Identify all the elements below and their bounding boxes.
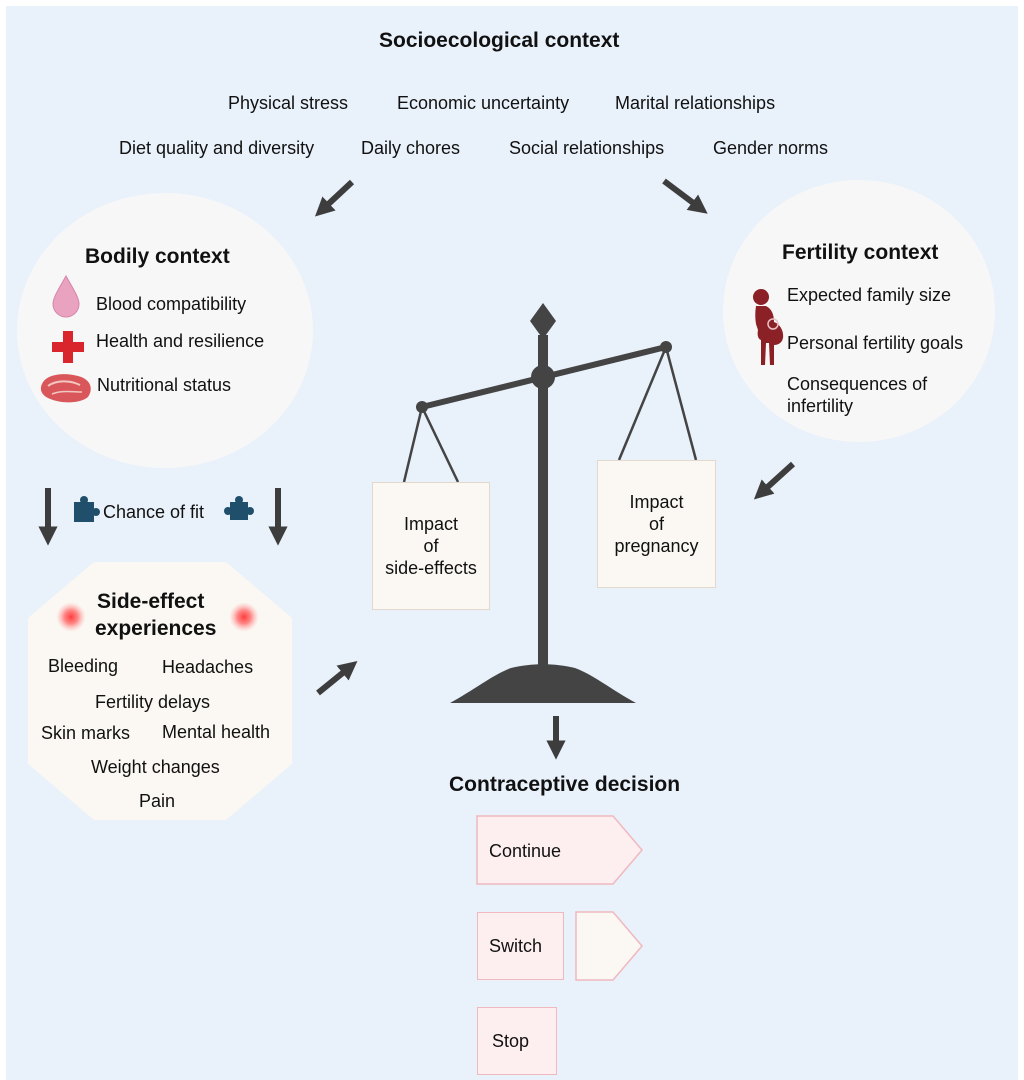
fertility-item: Consequences of [787, 374, 928, 394]
socio-item: Economic uncertainty [397, 93, 570, 113]
side-effect-octagon [28, 562, 292, 820]
side-effect-item: Pain [139, 791, 176, 811]
arrow-fertility-to-scale [753, 461, 796, 500]
side-effect-title-line1: Side-effect [97, 590, 205, 613]
side-effect-item: Fertility delays [95, 692, 211, 712]
puzzle-piece-icon-right [224, 496, 254, 520]
continue-option-label: Continue [489, 841, 562, 861]
bodily-item: Blood compatibility [96, 294, 247, 314]
continue-option-shape [476, 815, 643, 885]
pain-glow-icon [56, 602, 86, 632]
impact-pregnancy-box: Impact of pregnancy [597, 460, 716, 588]
switch-arrow-icon [575, 911, 643, 981]
fertility-context-title: Fertility context [782, 241, 939, 264]
side-effect-item: Bleeding [48, 656, 119, 676]
bodily-context-title: Bodily context [85, 245, 230, 268]
side-effect-item: Weight changes [91, 757, 220, 777]
fertility-item: Personal fertility goals [787, 333, 964, 353]
bodily-context-circle [17, 193, 313, 468]
switch-option-label: Switch [489, 935, 543, 956]
bodily-item: Health and resilience [96, 331, 265, 351]
side-effect-item: Headaches [162, 657, 254, 677]
pregnant-woman-icon [753, 289, 784, 365]
impact-pregnancy-label: Impact of pregnancy [614, 492, 699, 556]
arrow-side-effects-to-scale [316, 660, 358, 696]
impact-side-effects-box: Impact of side-effects [372, 482, 490, 610]
blood-drop-icon [52, 274, 80, 318]
health-cross-icon [52, 331, 84, 363]
arrow-socio-to-bodily [314, 179, 355, 217]
meat-steak-icon [40, 374, 91, 403]
socio-item: Physical stress [228, 93, 349, 113]
switch-option: Switch [477, 912, 564, 980]
impact-side-effects-label: Impact of side-effects [385, 514, 477, 578]
pain-glow-icon [229, 602, 259, 632]
socio-item: Gender norms [713, 138, 829, 158]
stop-option-label: Stop [492, 1030, 530, 1051]
side-effect-item: Mental health [162, 722, 271, 742]
decision-title: Contraceptive decision [449, 773, 681, 796]
socio-item: Diet quality and diversity [119, 138, 315, 158]
bodily-item: Nutritional status [97, 375, 232, 395]
socio-item: Social relationships [509, 138, 665, 158]
side-effect-title-line2: experiences [95, 617, 217, 640]
side-effect-item: Skin marks [41, 723, 131, 743]
socio-item: Marital relationships [615, 93, 776, 113]
stop-option: Stop [477, 1007, 557, 1075]
socio-item: Daily chores [361, 138, 461, 158]
puzzle-piece-icon-left [74, 496, 100, 522]
fertility-item: Expected family size [787, 285, 952, 305]
balance-scale-icon [402, 303, 698, 703]
arrow-socio-to-fertility [662, 178, 708, 214]
fertility-item: infertility [787, 396, 854, 416]
socioecological-title: Socioecological context [379, 29, 620, 52]
chance-of-fit-label: Chance of fit [103, 502, 205, 522]
